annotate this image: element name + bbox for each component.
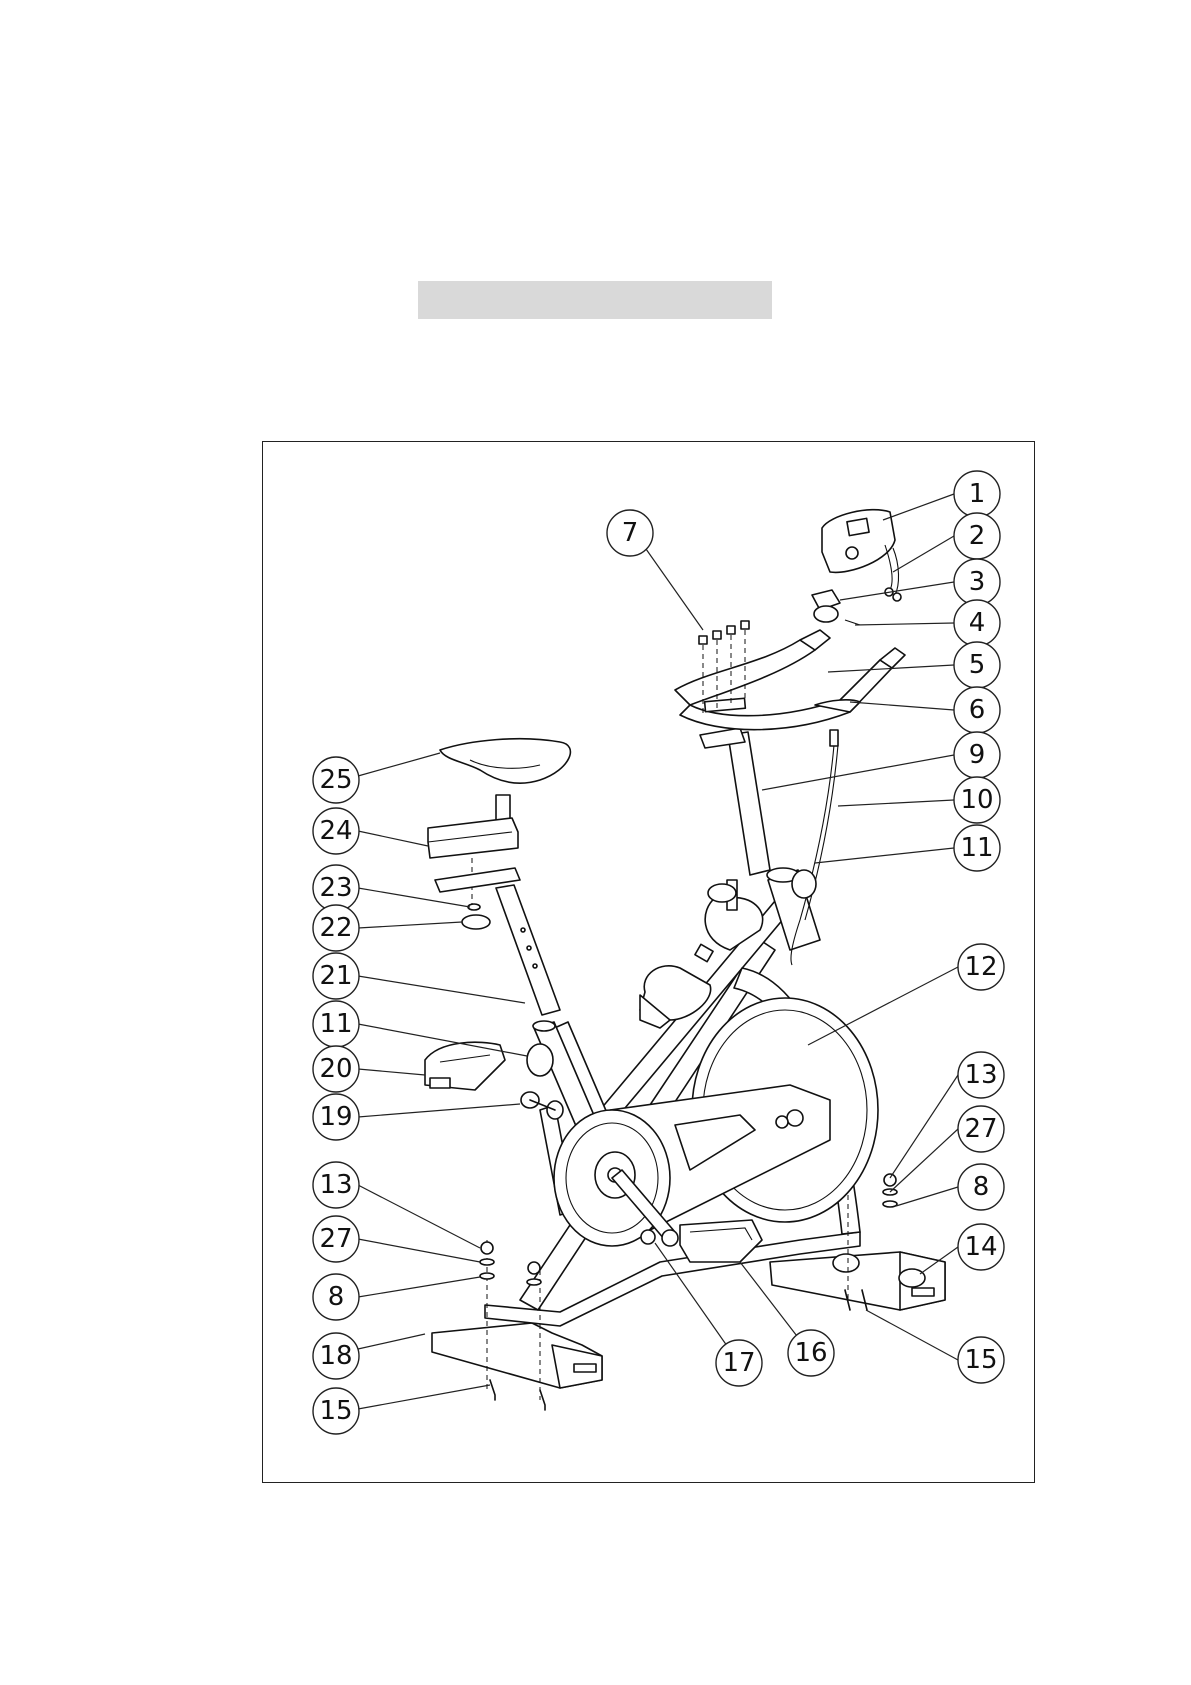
svg-text:23: 23 xyxy=(319,873,352,903)
svg-text:16: 16 xyxy=(794,1338,827,1368)
front-stabilizer xyxy=(770,1252,945,1310)
svg-text:13: 13 xyxy=(319,1170,352,1200)
svg-text:11: 11 xyxy=(319,1009,352,1039)
svg-text:20: 20 xyxy=(319,1054,352,1084)
handlebar xyxy=(675,630,905,730)
callout-24: 24 xyxy=(313,808,359,854)
callout-1: 1 xyxy=(954,471,1000,517)
callout-6: 6 xyxy=(954,687,1000,733)
console xyxy=(822,510,901,601)
callout-15-left: 15 xyxy=(313,1388,359,1434)
svg-text:15: 15 xyxy=(964,1345,997,1375)
svg-text:2: 2 xyxy=(969,521,986,551)
svg-text:6: 6 xyxy=(969,695,986,725)
callout-11-left: 11 xyxy=(313,1001,359,1047)
callout-19: 19 xyxy=(313,1094,359,1140)
svg-text:14: 14 xyxy=(964,1232,997,1262)
svg-text:1: 1 xyxy=(969,479,986,509)
svg-text:22: 22 xyxy=(319,913,352,943)
callout-10: 10 xyxy=(954,777,1000,823)
left-pedal-nut xyxy=(641,1230,655,1244)
seat-post xyxy=(435,868,560,1015)
svg-text:27: 27 xyxy=(319,1224,352,1254)
svg-text:4: 4 xyxy=(969,608,986,638)
svg-text:18: 18 xyxy=(319,1341,352,1371)
svg-text:5: 5 xyxy=(969,650,986,680)
callout-9: 9 xyxy=(954,732,1000,778)
svg-text:17: 17 xyxy=(722,1348,755,1378)
callout-14: 14 xyxy=(958,1224,1004,1270)
callout-11-right: 11 xyxy=(954,825,1000,871)
callout-7: 7 xyxy=(607,510,653,556)
callout-3: 3 xyxy=(954,559,1000,605)
svg-text:25: 25 xyxy=(319,765,352,795)
bike-drawing xyxy=(425,510,945,1410)
svg-text:19: 19 xyxy=(319,1102,352,1132)
saddle xyxy=(440,739,570,821)
seat-post-knob xyxy=(527,1044,553,1076)
callout-12: 12 xyxy=(958,944,1004,990)
callout-25: 25 xyxy=(313,757,359,803)
console-bracket xyxy=(812,590,860,625)
handlebar-post xyxy=(700,728,770,875)
callout-23: 23 xyxy=(313,865,359,911)
svg-text:11: 11 xyxy=(960,833,993,863)
callout-15-right: 15 xyxy=(958,1337,1004,1383)
svg-text:10: 10 xyxy=(960,785,993,815)
callout-8-right: 8 xyxy=(958,1164,1004,1210)
callout-21: 21 xyxy=(313,953,359,999)
svg-text:8: 8 xyxy=(328,1282,345,1312)
callout-18: 18 xyxy=(313,1333,359,1379)
seat-knob xyxy=(462,904,490,929)
callout-13-left: 13 xyxy=(313,1162,359,1208)
callout-16: 16 xyxy=(788,1330,834,1376)
callout-20: 20 xyxy=(313,1046,359,1092)
rear-stabilizer xyxy=(432,1323,602,1388)
callout-27-right: 27 xyxy=(958,1106,1004,1152)
svg-text:27: 27 xyxy=(964,1114,997,1144)
svg-text:15: 15 xyxy=(319,1396,352,1426)
svg-text:24: 24 xyxy=(319,816,352,846)
svg-text:12: 12 xyxy=(964,952,997,982)
svg-text:8: 8 xyxy=(973,1172,990,1202)
callout-17: 17 xyxy=(716,1340,762,1386)
callout-8-left: 8 xyxy=(313,1274,359,1320)
svg-text:21: 21 xyxy=(319,961,352,991)
svg-text:7: 7 xyxy=(622,518,639,548)
callout-2: 2 xyxy=(954,513,1000,559)
handlebar-knob xyxy=(792,870,816,898)
callout-5: 5 xyxy=(954,642,1000,688)
callout-4: 4 xyxy=(954,600,1000,646)
callout-22: 22 xyxy=(313,905,359,951)
callout-27-left: 27 xyxy=(313,1216,359,1262)
svg-text:3: 3 xyxy=(969,567,986,597)
svg-text:13: 13 xyxy=(964,1060,997,1090)
callout-13-right: 13 xyxy=(958,1052,1004,1098)
svg-text:9: 9 xyxy=(969,740,986,770)
